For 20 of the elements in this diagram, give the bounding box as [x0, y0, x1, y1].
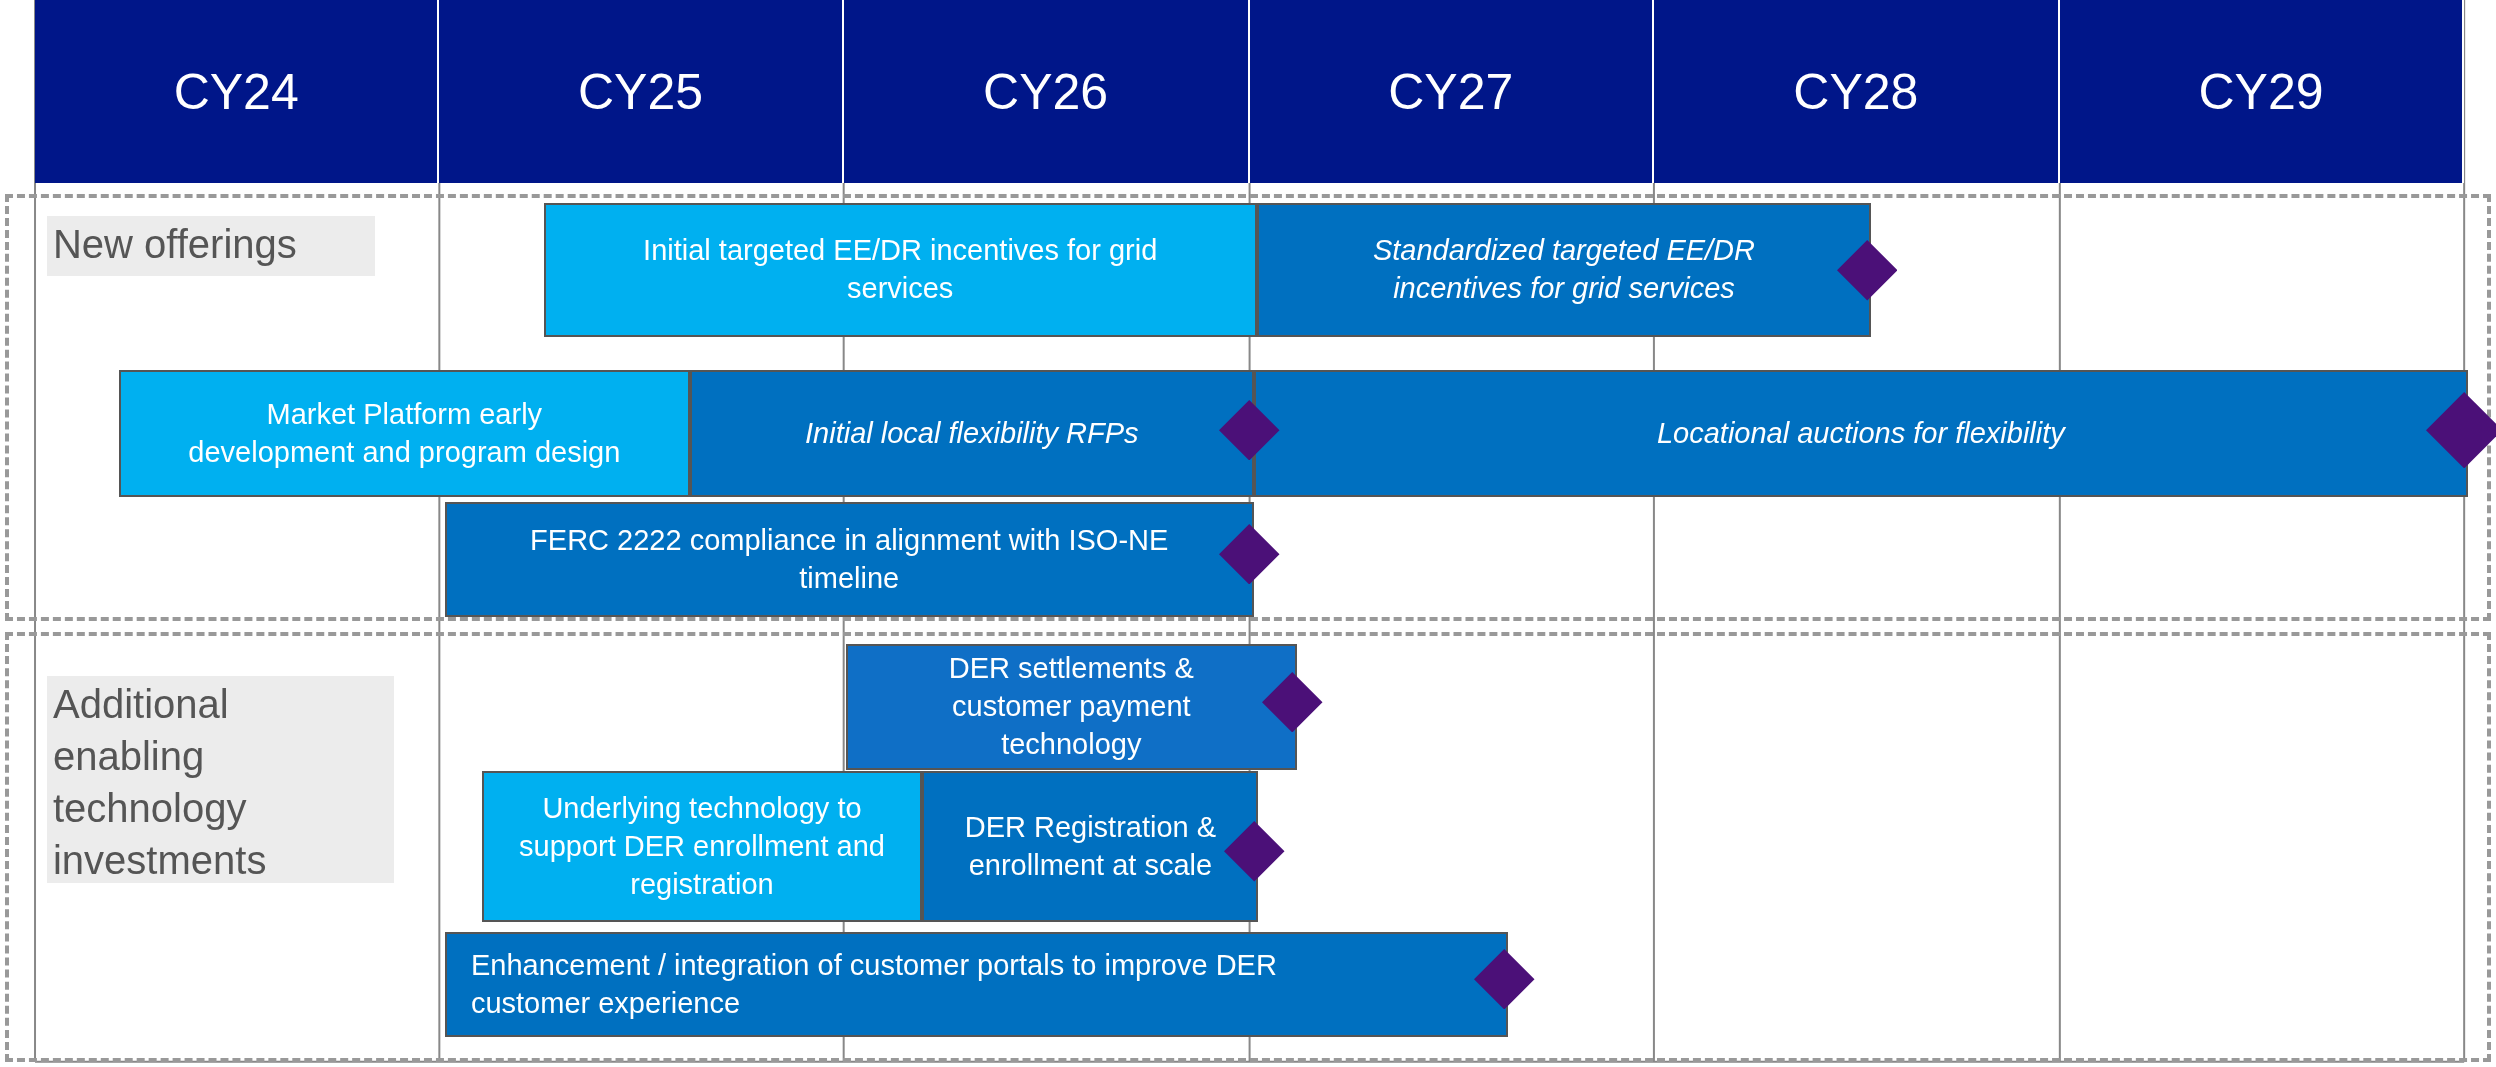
- timeline-bar: Initial targeted EE/DR incentives for grid services: [543, 202, 1257, 337]
- section-label: New offerings: [46, 215, 375, 277]
- timeline-bar: Initial local flexibility RFPs: [690, 370, 1254, 498]
- year-header: CY26: [843, 0, 1250, 184]
- section-label: Additional enabling technology investments: [46, 675, 394, 883]
- timeline-bar: FERC 2222 compliance in alignment with ISO-NE timeline: [444, 502, 1254, 617]
- year-header: CY27: [1249, 0, 1654, 184]
- timeline-bar: Market Platform early development and program design: [118, 370, 691, 498]
- year-header: CY25: [439, 0, 844, 184]
- timeline-bar: Standardized targeted EE/DR incentives for grid services: [1256, 202, 1872, 337]
- timeline-bar: Enhancement / integration of customer portals to improve DER customer experience: [444, 932, 1509, 1038]
- timeline-bar: DER settlements & customer payment technology: [846, 643, 1297, 770]
- timeline-bar: Locational auctions for flexibility: [1253, 370, 2469, 498]
- section-band: [4, 194, 2492, 621]
- year-header: CY24: [35, 0, 440, 184]
- year-header: CY28: [1653, 0, 2060, 184]
- year-header: CY29: [2059, 0, 2465, 184]
- section-band: [4, 631, 2492, 1062]
- timeline-bar: DER Registration & enrollment at scale: [922, 771, 1259, 923]
- timeline-bar: Underlying technology to support DER enrollment and registration: [481, 771, 923, 923]
